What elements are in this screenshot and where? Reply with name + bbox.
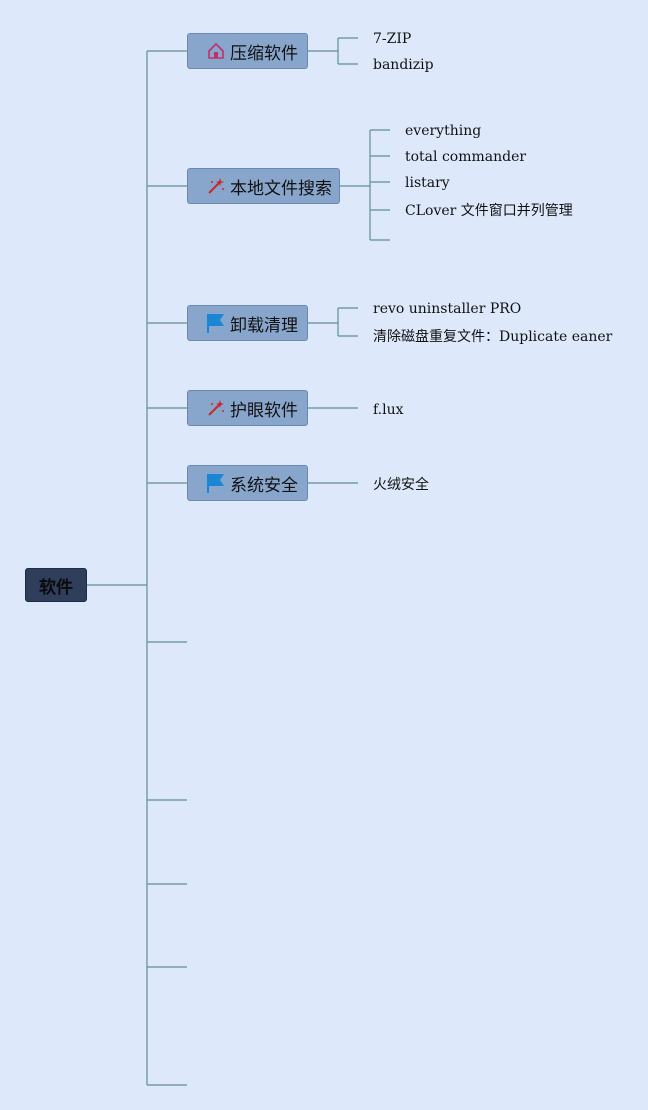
leaf-duplicate-cleaner[interactable]: 清除磁盘重复文件：Duplicate eaner (373, 329, 613, 345)
leaf-revo-uninstaller[interactable]: revo uninstaller PRO (373, 301, 522, 317)
leaf-everything[interactable]: everything (405, 123, 482, 139)
flag-icon (205, 472, 227, 494)
topic-system-security[interactable]: 系统安全 (187, 465, 308, 501)
root-label: 软件 (39, 577, 73, 598)
topic-compression-software[interactable]: 压缩软件 (187, 33, 308, 69)
flag-icon (205, 312, 227, 334)
topic-eye-care-software[interactable]: 护眼软件 (187, 390, 308, 426)
leaf-total-commander[interactable]: total commander (405, 149, 527, 165)
topic-label: 压缩软件 (230, 43, 298, 64)
magic-wand-icon (205, 175, 227, 197)
root-node[interactable]: 软件 (25, 568, 87, 602)
home-icon (205, 40, 227, 62)
leaf-clover[interactable]: CLover 文件窗口并列管理 (405, 203, 573, 219)
topic-local-file-search[interactable]: 本地文件搜索 (187, 168, 340, 204)
topic-label: 卸载清理 (230, 315, 298, 336)
topic-label: 系统安全 (230, 475, 298, 496)
leaf-bandizip[interactable]: bandizip (373, 57, 434, 73)
topic-label: 护眼软件 (230, 400, 298, 421)
topic-label: 本地文件搜索 (230, 178, 332, 199)
leaf-listary[interactable]: listary (405, 175, 450, 191)
magic-wand-icon (205, 397, 227, 419)
leaf-7zip[interactable]: 7-ZIP (373, 31, 412, 47)
topic-uninstall-cleanup[interactable]: 卸载清理 (187, 305, 308, 341)
leaf-flux[interactable]: f.lux (373, 402, 404, 418)
leaf-huorong-security[interactable]: 火绒安全 (373, 477, 429, 493)
